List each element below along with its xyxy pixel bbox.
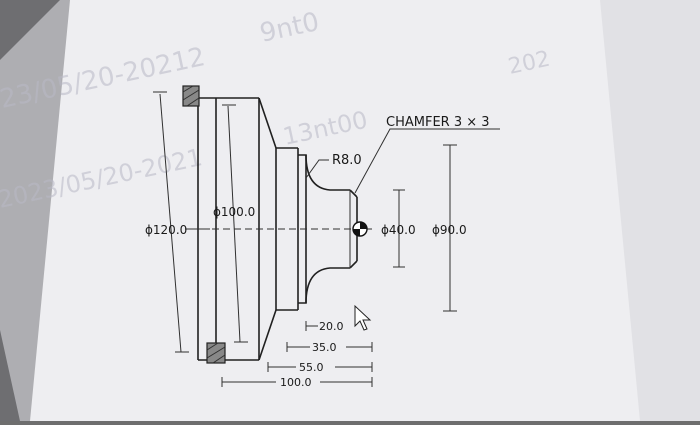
chamfer-label: CHAMFER 3 × 3 bbox=[386, 115, 490, 130]
length-100-label: 100.0 bbox=[280, 376, 312, 389]
radius-label: R8.0 bbox=[332, 153, 362, 168]
chamfer-leader bbox=[354, 128, 500, 194]
dimension-lengths bbox=[221, 321, 373, 387]
dimension-dia-40 bbox=[393, 189, 405, 268]
dia-90-label: ϕ90.0 bbox=[432, 223, 467, 237]
dimension-dia-120 bbox=[153, 91, 210, 353]
dia-100-label: ϕ100.0 bbox=[213, 205, 255, 219]
length-55-label: 55.0 bbox=[299, 361, 324, 374]
dia-40-label: ϕ40.0 bbox=[381, 223, 416, 237]
dia-120-label: ϕ120.0 bbox=[145, 223, 187, 237]
mouse-pointer-icon bbox=[354, 304, 372, 331]
dimension-dia-90 bbox=[443, 144, 457, 312]
dimension-dia-100 bbox=[222, 104, 248, 343]
origin-symbol bbox=[352, 221, 368, 237]
length-35-label: 35.0 bbox=[312, 341, 337, 354]
length-20-label: 20.0 bbox=[319, 320, 344, 333]
radius-leader bbox=[305, 159, 329, 179]
